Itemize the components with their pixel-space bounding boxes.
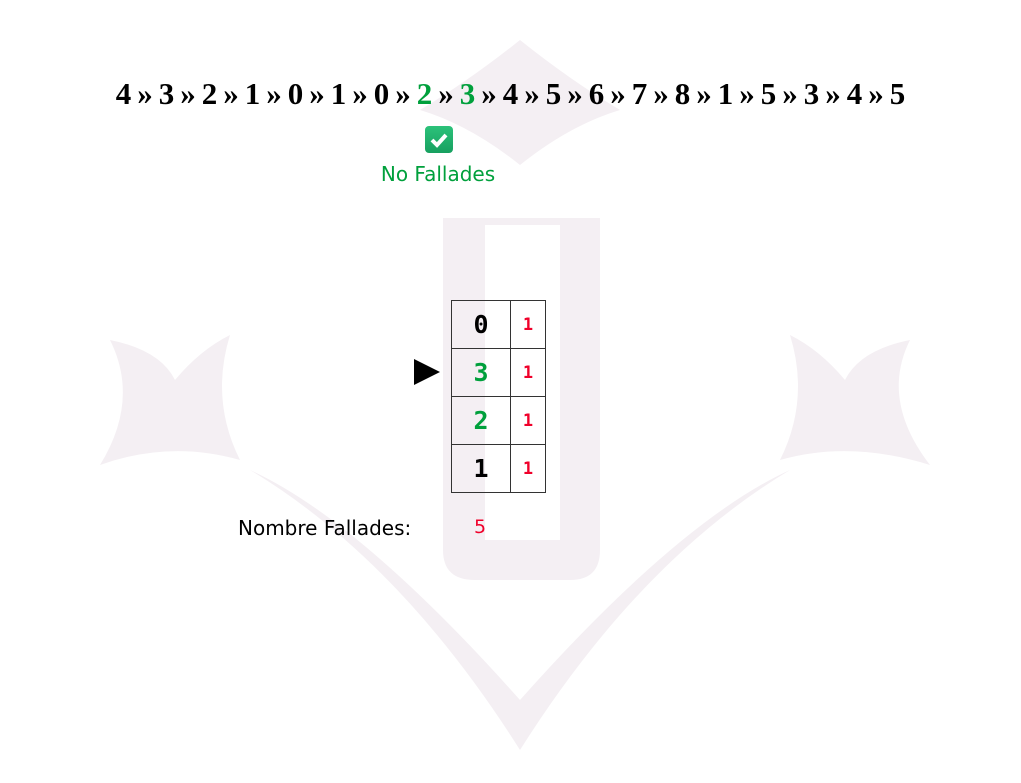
frame-counter: 1 [510,300,546,349]
separator: » [825,76,841,111]
sequence-item: 1 [717,76,734,111]
separator: » [567,76,583,111]
sequence-item: 2 [416,76,433,111]
separator: » [223,76,239,111]
separator: » [782,76,798,111]
frame-page: 0 [451,300,511,349]
separator: » [438,76,454,111]
sequence-item: 3 [158,76,175,111]
sequence-item: 5 [889,76,906,111]
sequence-item: 1 [330,76,347,111]
sequence-item: 6 [588,76,605,111]
sequence-item: 0 [373,76,390,111]
sequence-item: 5 [545,76,562,111]
sequence-item: 3 [459,76,476,111]
reference-sequence: 4»3»2»1»0»1»0»2»3»4»5»6»7»8»1»5»3»4»5 [0,76,1021,112]
frame-page: 1 [451,444,511,493]
separator: » [481,76,497,111]
sequence-item: 7 [631,76,648,111]
frame-counter: 1 [510,348,546,397]
separator: » [610,76,626,111]
sequence-item: 1 [244,76,261,111]
sequence-item: 3 [803,76,820,111]
sequence-item: 4 [846,76,863,111]
pointer-arrow-icon [414,358,440,385]
separator: » [868,76,884,111]
check-icon [425,126,453,153]
separator: » [309,76,325,111]
separator: » [352,76,368,111]
separator: » [739,76,755,111]
frame-counter: 1 [510,396,546,445]
sequence-item: 2 [201,76,218,111]
sequence-item: 4 [502,76,519,111]
sequence-item: 8 [674,76,691,111]
frame-page: 2 [451,396,511,445]
separator: » [266,76,282,111]
sequence-item: 0 [287,76,304,111]
separator: » [395,76,411,111]
faults-label: Nombre Fallades: [238,516,412,540]
status-label: No Fallades [380,162,496,186]
sequence-item: 4 [115,76,132,111]
separator: » [180,76,196,111]
sequence-item: 5 [760,76,777,111]
separator: » [653,76,669,111]
separator: » [524,76,540,111]
frame-page: 3 [451,348,511,397]
frame-counter: 1 [510,444,546,493]
separator: » [137,76,153,111]
faults-value: 5 [474,516,487,538]
separator: » [696,76,712,111]
